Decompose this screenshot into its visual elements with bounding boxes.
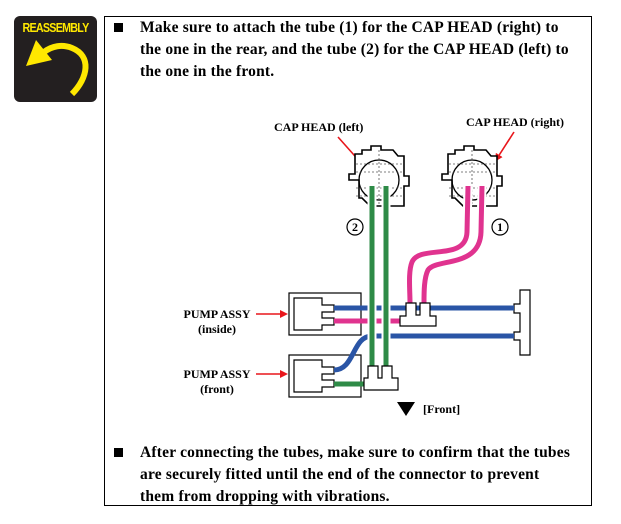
pink-tubes-curved bbox=[405, 185, 487, 304]
return-arrow-icon bbox=[26, 40, 89, 97]
front-direction-label: [Front] bbox=[423, 402, 460, 416]
instruction-paragraph-2: After connecting the tubes, make sure to… bbox=[140, 442, 570, 508]
instruction-line: the one in the front. bbox=[140, 63, 275, 80]
right-connector bbox=[513, 289, 531, 356]
cap-head-right bbox=[441, 145, 503, 207]
cap-head-left-label: CAP HEAD (left) bbox=[274, 120, 363, 134]
reassembly-label: REASSEMBLY bbox=[22, 21, 90, 35]
square-bullet bbox=[114, 448, 123, 457]
joint-connector-front bbox=[363, 365, 399, 391]
pump-assy-inside bbox=[288, 292, 362, 336]
cap-head-left bbox=[348, 145, 410, 207]
instruction-line: them from dropping with vibrations. bbox=[140, 488, 390, 505]
cap-head-right-label: CAP HEAD (right) bbox=[466, 115, 564, 129]
green-tubes-vertical bbox=[367, 186, 391, 368]
reassembly-badge: REASSEMBLY bbox=[14, 16, 97, 102]
instruction-line: the one in the rear, and the tube (2) fo… bbox=[140, 41, 569, 58]
front-direction-icon bbox=[397, 402, 415, 416]
pump-assy-front-label-2: (front) bbox=[200, 382, 234, 396]
instruction-line: are securely fitted until the end of the… bbox=[140, 466, 540, 483]
instruction-line: Make sure to attach the tube (1) for the… bbox=[140, 19, 559, 36]
cap-head-right-pointer-arrow bbox=[494, 131, 515, 162]
instruction-line: After connecting the tubes, make sure to… bbox=[140, 444, 571, 461]
marker-2-label: 2 bbox=[352, 220, 358, 234]
instruction-paragraph-1: Make sure to attach the tube (1) for the… bbox=[140, 17, 569, 83]
instruction-frame bbox=[104, 16, 592, 506]
marker-1: 1 bbox=[491, 218, 509, 236]
pump-assy-front-label-1: PUMP ASSY bbox=[183, 367, 250, 381]
marker-2: 2 bbox=[346, 218, 364, 236]
joint-connector-rear bbox=[399, 302, 437, 327]
marker-1-label: 1 bbox=[497, 220, 503, 234]
square-bullet bbox=[114, 23, 123, 32]
pump-assy-inside-label-2: (inside) bbox=[198, 322, 236, 336]
pump-assy-inside-label-1: PUMP ASSY bbox=[183, 307, 250, 321]
